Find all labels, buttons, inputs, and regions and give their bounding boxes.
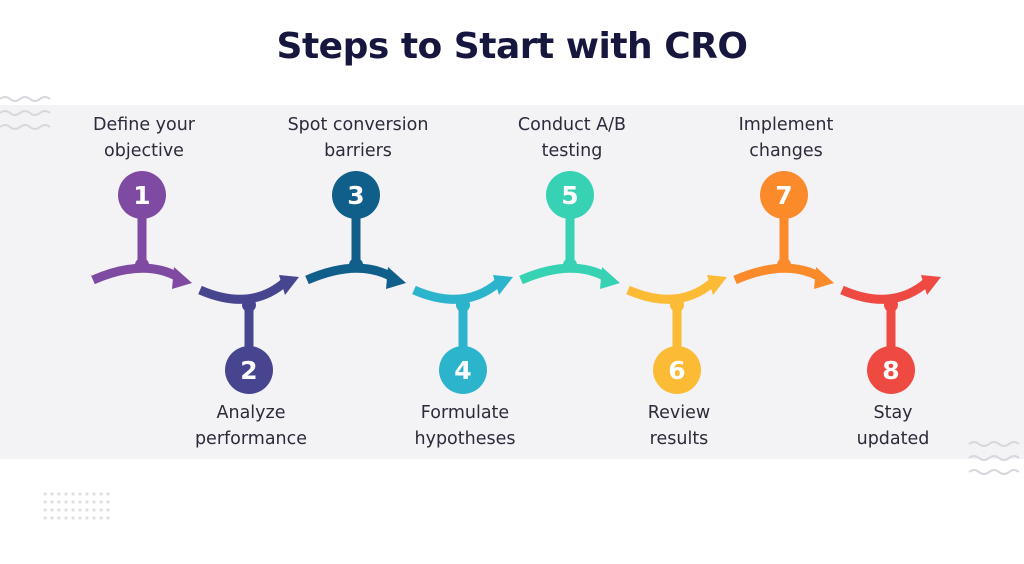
step-1: 1 bbox=[91, 171, 192, 289]
arrow-head-icon bbox=[600, 267, 620, 289]
step-connector-joint bbox=[777, 258, 791, 272]
step-number: 2 bbox=[240, 356, 257, 385]
arrow-head-icon bbox=[707, 275, 727, 295]
arrow-head-icon bbox=[814, 267, 834, 289]
step-arrow-segment bbox=[840, 278, 930, 304]
step-label: Implement changes bbox=[738, 115, 834, 161]
step-number: 8 bbox=[882, 356, 899, 385]
step-5: 5 bbox=[519, 171, 620, 289]
step-label: Spot conversion barriers bbox=[287, 115, 429, 161]
step-connector-joint bbox=[670, 298, 684, 312]
step-number-circle bbox=[760, 171, 808, 219]
step-number: 6 bbox=[668, 356, 685, 385]
arrow-head-icon bbox=[279, 275, 299, 295]
step-2: 2 bbox=[198, 275, 299, 394]
step-arrow-segment bbox=[198, 278, 288, 304]
step-number: 3 bbox=[347, 181, 364, 210]
step-label: Formulate hypotheses bbox=[414, 403, 516, 449]
step-label: Analyze performance bbox=[194, 403, 308, 449]
arrow-head-icon bbox=[386, 267, 406, 289]
step-arrow-segment bbox=[519, 263, 609, 285]
step-6: 6 bbox=[626, 275, 727, 394]
step-number-circle bbox=[653, 346, 701, 394]
step-label: Review results bbox=[647, 403, 711, 449]
step-7: 7 bbox=[733, 171, 834, 289]
step-number-circle bbox=[439, 346, 487, 394]
step-connector-joint bbox=[456, 298, 470, 312]
step-number-circle bbox=[118, 171, 166, 219]
decor-waves-left bbox=[0, 96, 51, 130]
step-connector-joint bbox=[349, 258, 363, 272]
step-label: Define your objective bbox=[92, 115, 196, 161]
step-3: 3 bbox=[305, 171, 406, 289]
step-label: Conduct A/B testing bbox=[517, 115, 627, 161]
step-connector-joint bbox=[884, 298, 898, 312]
arrow-head-icon bbox=[921, 275, 941, 295]
step-label: Stay updated bbox=[856, 403, 930, 449]
step-number-circle bbox=[546, 171, 594, 219]
step-number: 5 bbox=[561, 181, 578, 210]
step-arrow-segment bbox=[733, 263, 823, 285]
arrow-head-icon bbox=[172, 267, 192, 289]
step-number: 1 bbox=[133, 181, 150, 210]
step-connector-joint bbox=[563, 258, 577, 272]
decor-dot-grid bbox=[43, 492, 110, 520]
step-number: 4 bbox=[454, 356, 471, 385]
step-connector-joint bbox=[135, 258, 149, 272]
step-arrow-segment bbox=[626, 278, 716, 304]
arrow-head-icon bbox=[493, 275, 513, 295]
decor-waves-right bbox=[968, 441, 1020, 475]
step-number-circle bbox=[867, 346, 915, 394]
step-8: 8 bbox=[840, 275, 941, 394]
step-number-circle bbox=[225, 346, 273, 394]
step-number-circle bbox=[332, 171, 380, 219]
step-connector-joint bbox=[242, 298, 256, 312]
step-number: 7 bbox=[775, 181, 792, 210]
step-arrow-segment bbox=[91, 263, 181, 285]
step-arrow-segment bbox=[305, 263, 395, 285]
step-arrow-segment bbox=[412, 278, 502, 304]
step-4: 4 bbox=[412, 275, 513, 394]
page-title: Steps to Start with CRO bbox=[276, 26, 748, 67]
background-band bbox=[0, 105, 1024, 459]
